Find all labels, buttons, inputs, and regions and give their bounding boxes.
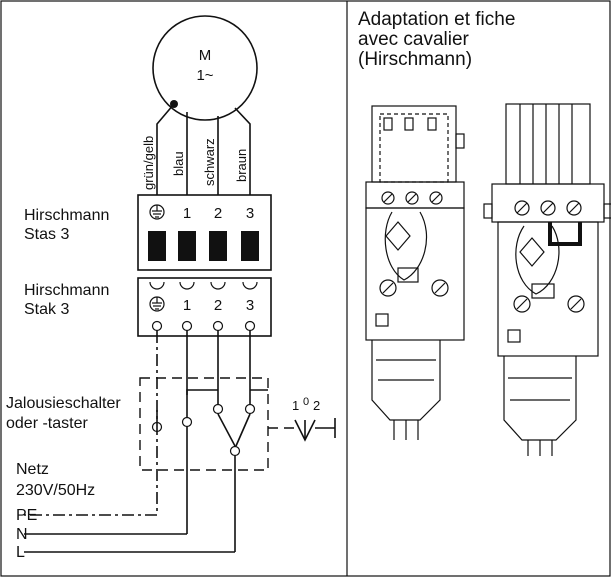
switch-label-line-1: Jalousieschalter (6, 395, 121, 412)
heading-line-3: (Hirschmann) (358, 49, 473, 70)
mains-voltage-label: 230V/50Hz (16, 482, 95, 499)
wire-label-black: schwarz (202, 138, 217, 186)
adapter-heading: Adaptation et fiche avec cavalier (Hirsc… (358, 10, 603, 70)
heading-line-2: avec cavalier (358, 29, 469, 50)
plug-contact-3 (241, 231, 259, 261)
plug-brand-label: Hirschmann (24, 207, 109, 224)
wire-label-green-yellow: grün/gelb (141, 136, 156, 190)
plug-earth-symbol (149, 204, 165, 220)
mains-label: Netz (16, 461, 49, 478)
socket-model-label: Stak 3 (24, 301, 69, 318)
heading-line-1: Adaptation et fiche (358, 9, 516, 30)
jumper-wire (548, 222, 582, 246)
socket-earth-symbol (149, 296, 165, 312)
connector-drawing-plain (365, 105, 465, 440)
plug-contact-2 (209, 231, 227, 261)
socket-pin-3: 3 (246, 297, 254, 314)
plug-pin-1: 1 (183, 205, 191, 222)
motor-leads (156, 100, 251, 195)
plug-pin-2: 2 (214, 205, 222, 222)
socket-stak3: 1 2 3 (137, 277, 272, 337)
motor-letter: M (199, 47, 212, 64)
socket-brand-label: Hirschmann (24, 282, 109, 299)
switch-position-symbol: 1 0 2 (292, 396, 336, 442)
switch-pos-0: 0 (303, 396, 309, 408)
plug-model-label: Stas 3 (24, 226, 69, 243)
socket-pin-2: 2 (214, 297, 222, 314)
circuit-wiring (24, 331, 300, 553)
wire-label-blue: blau (171, 151, 186, 176)
plug-stas3: 1 2 3 (137, 194, 272, 271)
plug-pin-3: 3 (246, 205, 254, 222)
conductor-l-label: L (16, 544, 25, 561)
plug-contact-1 (178, 231, 196, 261)
motor-phase: 1~ (196, 67, 213, 84)
switch-label-line-2: oder -taster (6, 415, 88, 432)
switch-pos-2: 2 (313, 398, 320, 413)
motor-symbol: M 1~ (152, 15, 258, 121)
plug-contact-pe (148, 231, 166, 261)
wire-label-brown: braun (234, 149, 249, 182)
socket-pin-1: 1 (183, 297, 191, 314)
connector-drawing-jumper (483, 103, 611, 456)
conductor-n-label: N (16, 526, 28, 543)
conductor-pe-label: PE (16, 507, 37, 524)
switch-pos-1: 1 (292, 398, 299, 413)
